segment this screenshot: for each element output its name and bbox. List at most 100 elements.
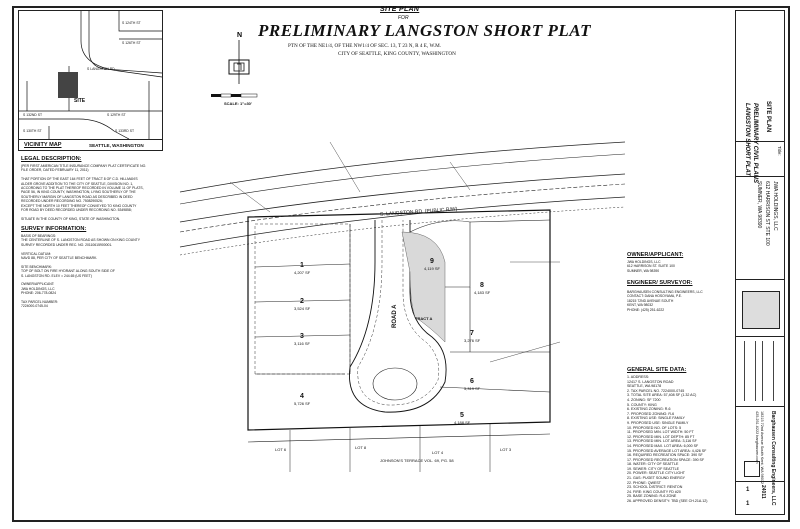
legal-line: SITUATE IN THE COUNTY OF KING, STATE OF … <box>21 216 121 221</box>
title-block: SITE PLAN PRELIMINARY CIVIL PLANS LANGST… <box>735 10 785 515</box>
lot-1-area: 4,207 SF <box>294 270 311 275</box>
survey-line: SURVEY RECORDED UNDER REC. NO. 201106159… <box>21 242 113 247</box>
johnsons-terrace-label: JOHNSON'S TERRACE VOL. 69, PG. 58 <box>380 458 454 463</box>
vicinity-site-label: SITE <box>74 98 86 104</box>
vicinity-street-5: S 129TH ST <box>107 113 126 117</box>
lot-8-number: 8 <box>480 282 484 289</box>
survey-line: VERTICAL DATUM: <box>21 251 52 256</box>
vicinity-street-3: S LANGSTON RD <box>87 67 115 71</box>
lot-6-number: 6 <box>470 378 474 385</box>
tb-title-line1: PRELIMINARY CIVIL PLANS <box>752 103 758 184</box>
survey-line: JWA HOLDINGS, LLC <box>21 286 55 291</box>
survey-body: BASIS OF BEARINGS:THE CENTERLINE OF S. L… <box>21 234 161 309</box>
survey-line: SITE BENCHMARK: <box>21 264 53 269</box>
legal-line: ALDER GROVE ADDITION TO THE CITY OF SEAT… <box>21 181 134 186</box>
site-data-line: 24. FIRE: KING COUNTY FD #20 <box>627 489 681 494</box>
site-data-line: 16. REQUIRED RECREATION SPACE: 390 SF <box>627 453 703 458</box>
vicinity-location: SEATTLE, WASHINGTON <box>89 143 144 148</box>
firm-logo-icon <box>744 461 760 477</box>
site-data-line: 12. PROPOSED MIN. LOT DEPTH: 85 FT <box>627 434 695 439</box>
legal-line: FILE ORDER, DATED FEBRUARY 11, 2011) <box>21 168 89 173</box>
site-data-line: 11. PROPOSED MIN. LOT WIDTH: 50 FT <box>627 430 694 435</box>
site-data-line: 15. PROPOSED AVERAGE LOT AREA: 4,426 SF <box>627 448 707 453</box>
adjacent-lot-8: LOT 8 <box>355 445 367 450</box>
lot-3-number: 3 <box>300 333 304 340</box>
legal-title: LEGAL DESCRIPTION: <box>21 156 82 162</box>
site-data-line: 3. TOTAL SITE AREA: 57,408 SF (1.32 AC) <box>627 393 697 398</box>
site-data-line: SEATTLE, WA 98178 <box>627 384 662 389</box>
lot-7-number: 7 <box>470 330 474 337</box>
site-plan-heading: SITE PLAN <box>380 6 420 13</box>
site-data-title: GENERAL SITE DATA: <box>627 367 687 373</box>
site-data-line: 13. PROPOSED MIN. LOT AREA: 3,116 SF <box>627 439 697 444</box>
owner-line: 612 HARRISON ST. SUITE 100 <box>627 264 675 269</box>
site-data-line: 17. PROPOSED RECREATION SPACE: 390 SF <box>627 457 705 462</box>
legal-line: SOUTHERLY MARGIN OF LANGSTON ROAD AS DES… <box>21 194 133 199</box>
site-data-line: 23. SCHOOL DISTRICT: RENTON <box>627 485 683 490</box>
road-a-label: ROAD A <box>392 304 398 328</box>
vicinity-street-1: S 124TH ST <box>122 21 141 25</box>
site-plan-drawing <box>179 141 625 472</box>
legal-line: THAT PORTION OF THE EAST 164 FEET OF TRA… <box>21 177 138 182</box>
site-data-line: 20. POWER: SEATTLE CITY LIGHT <box>627 471 685 476</box>
lot-8-area: 4,183 SF <box>474 290 491 295</box>
site-data-line: 4. ZONING: SF 7200 <box>627 397 661 402</box>
plat-subtitle-line2: CITY OF SEATTLE, KING COUNTY, WASHINGTON <box>338 51 456 57</box>
engineer-line: PHONE: (425) 251-6222 <box>627 307 665 312</box>
vicinity-street-6: S 130TH ST <box>23 129 42 133</box>
vicinity-street-7: S 133RD ST <box>115 129 135 133</box>
engineer-line: CONTACT: DANA HOSOYAMA, P.E. <box>627 294 683 299</box>
tb-of: 1 <box>746 501 750 507</box>
legal-line: PAGE 56, IN KING COUNTY, WASHINGTON, LYI… <box>21 190 136 195</box>
survey-line: THE CENTERLINE OF S. LANGSTON ROAD AS SH… <box>21 238 141 243</box>
lot-4-area: 5,726 SF <box>294 401 311 406</box>
lot-2-number: 2 <box>300 298 304 305</box>
owner-title: OWNER/APPLICANT: <box>627 252 684 258</box>
svg-text:N: N <box>237 32 242 39</box>
survey-line: TAX PARCEL NUMBER: <box>21 299 59 304</box>
legal-line: EXCEPT THE NORTH 10 FEET THEREOF CONVEYE… <box>21 203 137 208</box>
site-data-line: 9. PROPOSED USE: SINGLE FAMILY <box>627 420 689 425</box>
adjacent-lot-4: LOT 4 <box>432 450 444 455</box>
lot-3-area: 3,116 SF <box>294 341 310 346</box>
tb-site-plan: SITE PLAN <box>765 101 771 133</box>
survey-line: TOP OF BOLT ON FIRE HYDRANT ALONG SOUTH … <box>21 269 115 274</box>
tb-title-label: Title: <box>777 146 782 156</box>
site-data-line: 12417 S. LANGSTON ROAD <box>627 379 674 384</box>
tb-client-3: SUMNER, WA 98390 <box>756 181 762 229</box>
plat-title: PRELIMINARY LANGSTON SHORT PLAT <box>258 21 592 40</box>
legal-line: ACCORDING TO THE PLAT THEREOF RECORDED I… <box>21 185 144 190</box>
site-data-line: 22. PHONE: QWEST <box>627 480 661 485</box>
lot-9-number: 9 <box>430 258 434 265</box>
vicinity-title: VICINITY MAP <box>24 142 62 148</box>
survey-line: BASIS OF BEARINGS: <box>21 234 57 238</box>
tb-title-line2: LANGSTON SHORT PLAT <box>744 103 750 177</box>
site-data-body: 1. ADDRESS: 12417 S. LANGSTON ROAD SEATT… <box>627 375 707 504</box>
lot-7-area: 3,276 SF <box>464 338 481 343</box>
survey-line: NAVD 88, PER CITY OF SEATTLE BENCHMARK. <box>21 255 98 260</box>
plat-subtitle-line1: PTN OF THE NE1/4, OF THE NW1/4 OF SEC. 1… <box>288 43 442 49</box>
revision-table <box>736 341 784 401</box>
site-data-line: 19. SEWER: CITY OF SEATTLE <box>627 466 679 471</box>
scale-label: SCALE: 1"=30' <box>224 101 252 106</box>
lot-5-area: 4,188 SF <box>454 420 471 425</box>
tb-client-2: 612 HARRISON ST STE 100 <box>764 181 770 246</box>
engineer-title: ENGINEER/ SURVEYOR: <box>627 280 693 286</box>
engineer-line: BARGHAUSEN CONSULTING ENGINEERS, LLC <box>627 290 703 294</box>
vicinity-street-4: S 132ND ST <box>23 113 43 117</box>
vicinity-map-drawing <box>19 11 162 139</box>
owner-line: SUMNER, WA 98390 <box>627 268 660 273</box>
lot-6-area: 5,319 SF <box>464 386 481 391</box>
lot-1-number: 1 <box>300 262 304 269</box>
vicinity-map: SITE S 124TH ST S 126TH ST S LANGSTON RD… <box>18 10 163 151</box>
lot-9-area: 4,119 SF <box>424 266 440 271</box>
survey-line: PHONE: 206-778-0824 <box>21 291 57 296</box>
north-arrow-icon: N <box>211 32 258 98</box>
site-data-line: 2. TAX PARCEL NO. 7224000-0745 <box>627 388 685 393</box>
tract-a-label: TRACT A <box>415 316 433 321</box>
legal-line: RECORDED UNDER RECORDING NO. 7508290526; <box>21 199 103 204</box>
site-data-line: 26. APPROVED DENSITY: TBD (SEE CH.21A.12… <box>627 499 708 504</box>
legal-line: (PER FIRST AMERICAN TITLE INSURANCE COMP… <box>21 164 147 168</box>
